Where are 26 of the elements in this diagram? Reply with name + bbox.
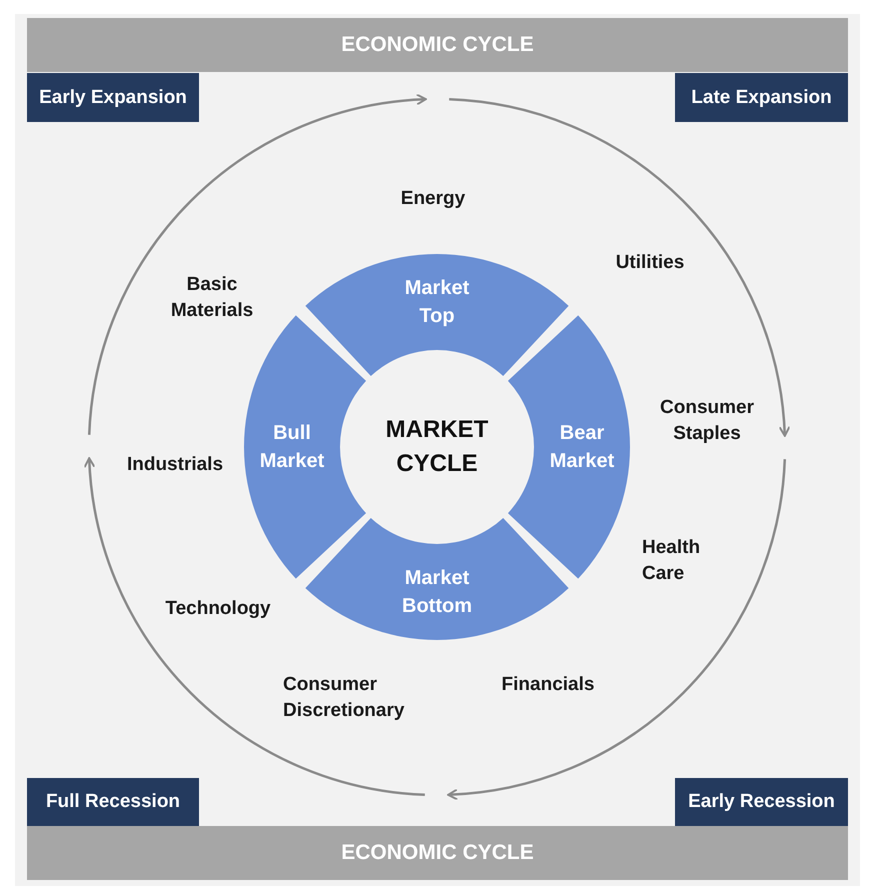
banner-text: ECONOMIC CYCLE: [341, 841, 534, 865]
center-title: MARKET CYCLE: [384, 415, 490, 479]
sector-label: Financials: [500, 673, 596, 697]
phase-label: Early Expansion: [39, 86, 187, 108]
phase-label: Late Expansion: [691, 86, 832, 108]
sector-label: Health Care: [642, 536, 702, 586]
sector-label: Consumer Discretionary: [283, 673, 406, 723]
banner-text: ECONOMIC CYCLE: [341, 33, 534, 57]
phase-box: [675, 73, 848, 122]
segment-label: Bear Market: [548, 421, 616, 474]
phase-box: [675, 778, 848, 826]
phase-box: [27, 73, 199, 122]
phase-label: Early Recession: [688, 791, 835, 813]
sector-label: Industrials: [126, 453, 224, 477]
phase-label: Full Recession: [46, 791, 180, 813]
sector-label: Consumer Staples: [659, 396, 755, 446]
segment-label: Market Top: [404, 276, 470, 329]
sector-label: Energy: [400, 187, 466, 211]
segment-label: Bull Market: [258, 421, 326, 474]
sector-label: Basic Materials: [170, 273, 254, 323]
title-banner: [27, 826, 848, 880]
title-banner: [27, 18, 848, 72]
phase-box: [27, 778, 199, 826]
segment-label: Market Bottom: [401, 566, 473, 619]
sector-label: Utilities: [614, 251, 686, 275]
sector-label: Technology: [164, 597, 272, 621]
